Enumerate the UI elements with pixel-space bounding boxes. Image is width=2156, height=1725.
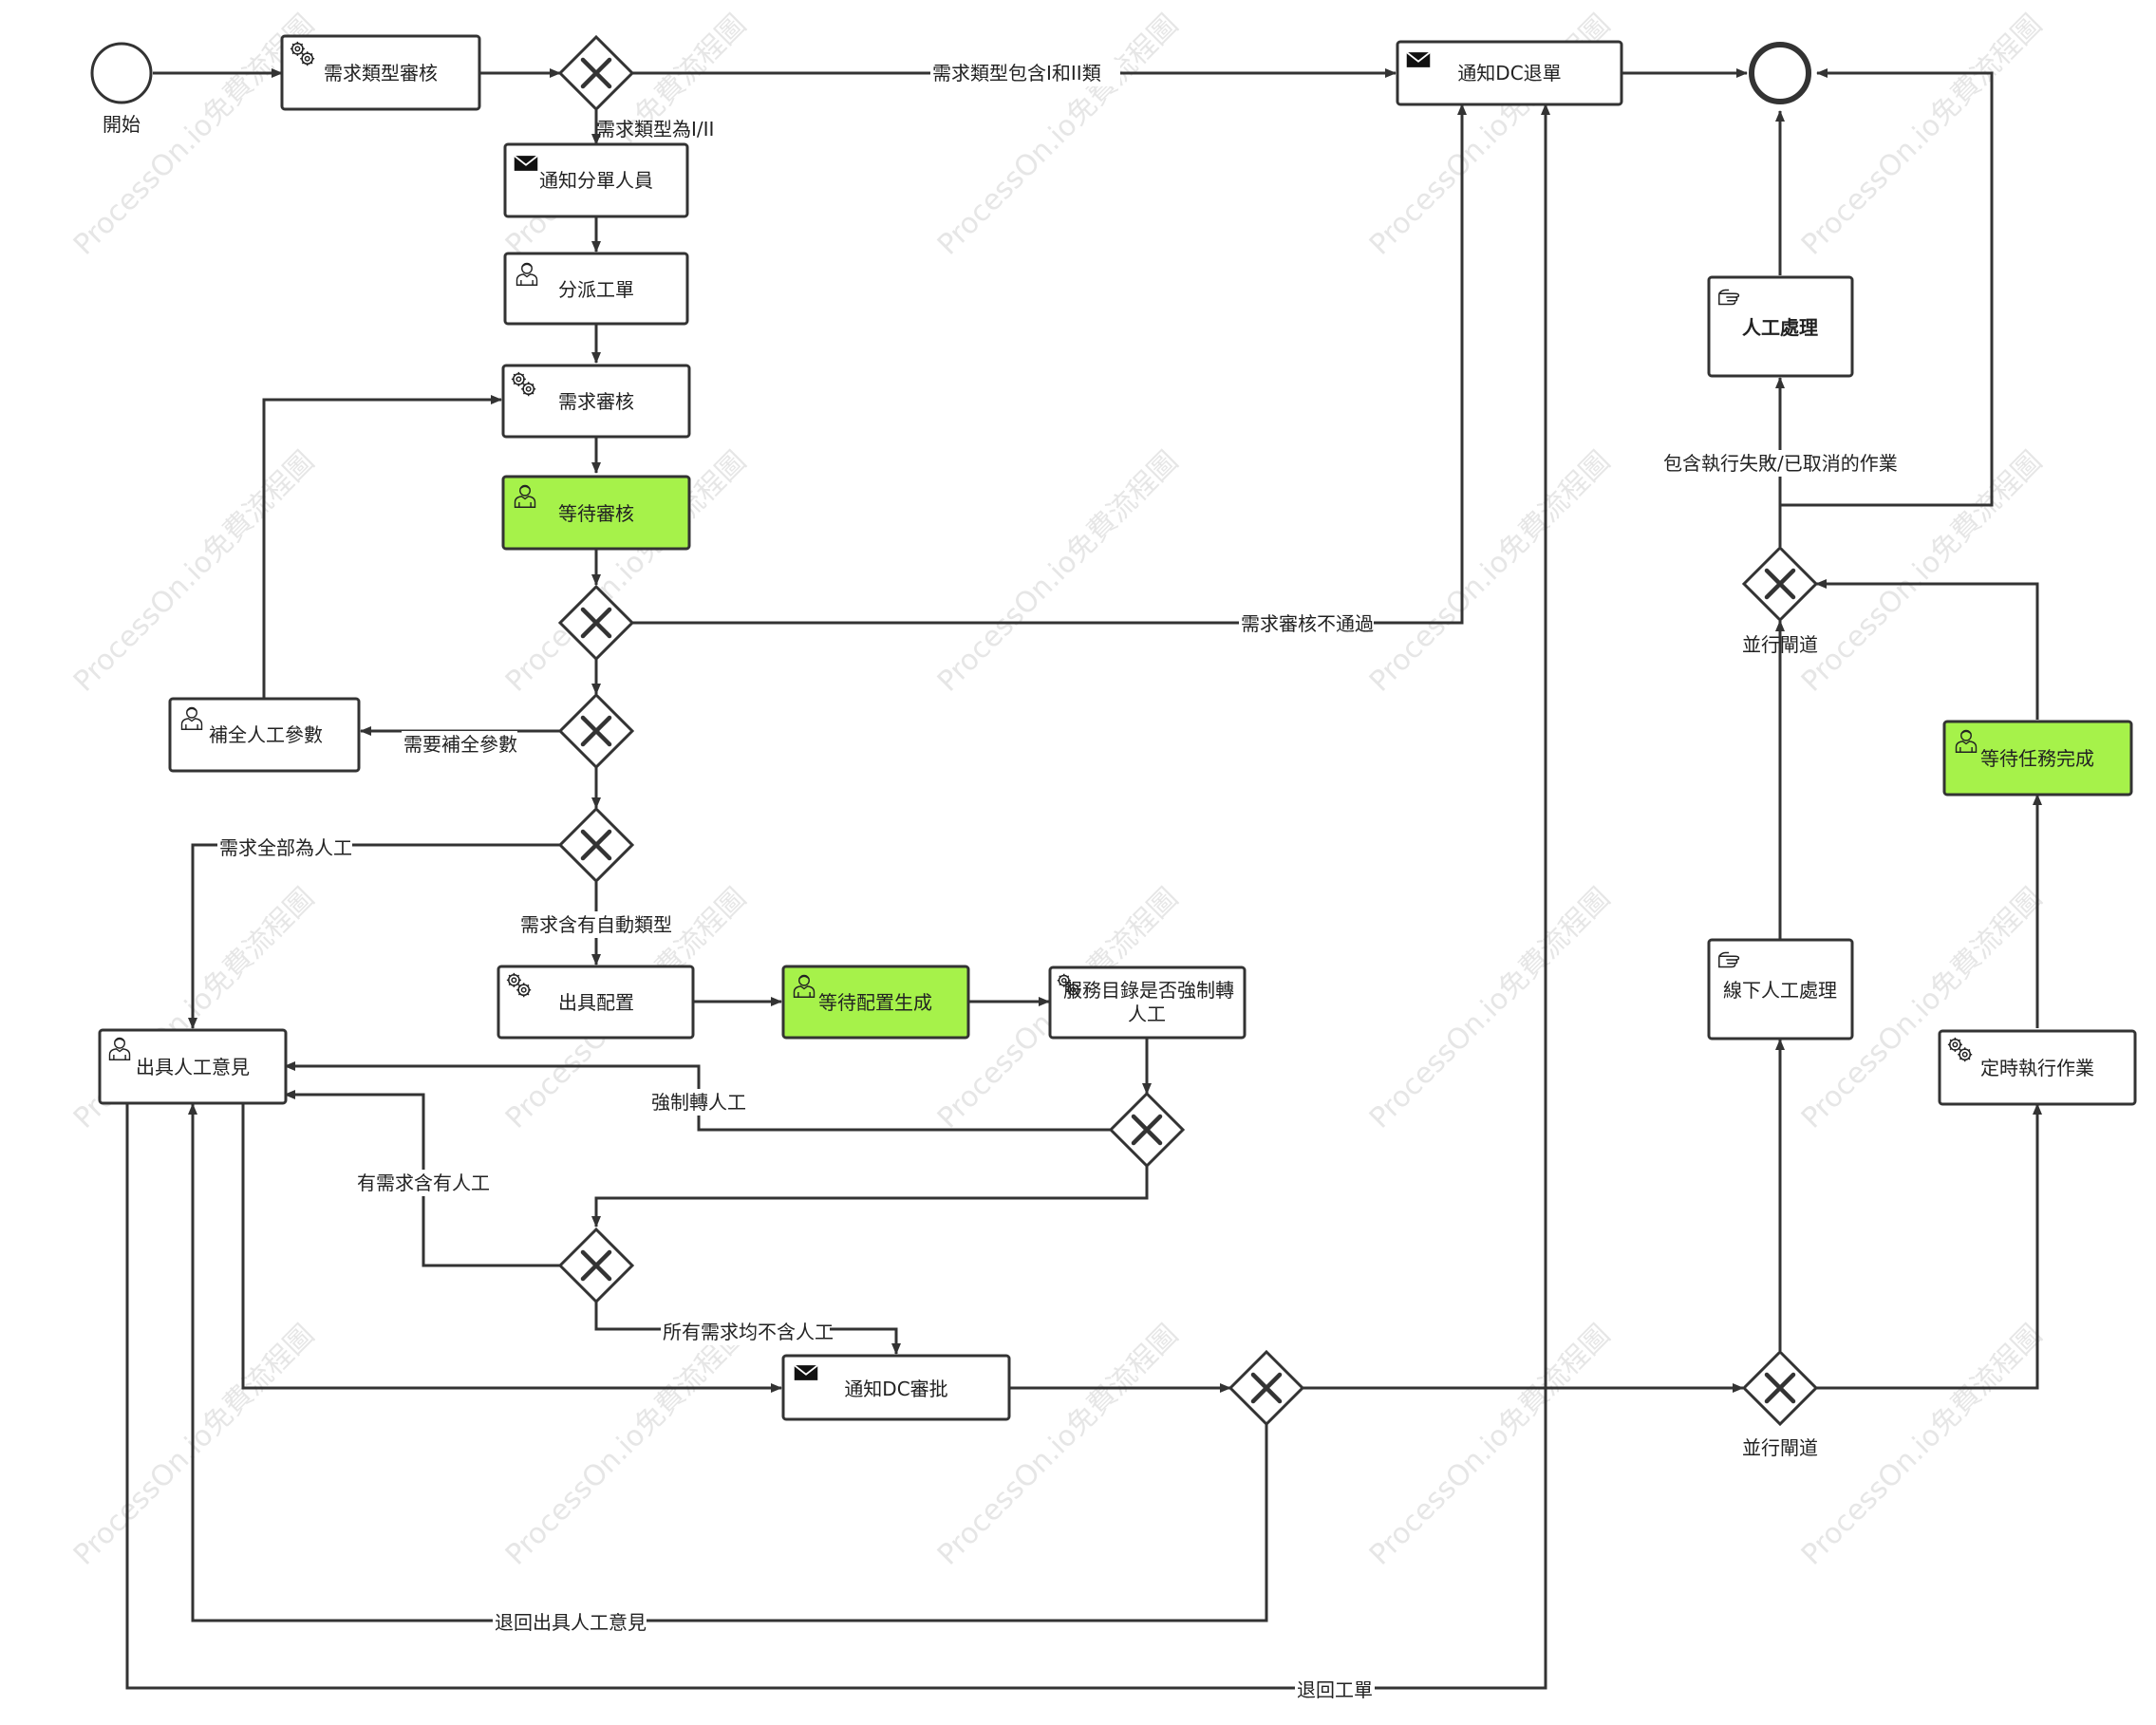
task-notify-dc-approve[interactable]: 通知DC審批 bbox=[781, 1354, 1011, 1421]
task-req-review[interactable]: 需求審核 bbox=[501, 364, 691, 439]
task-manual-opinion[interactable]: 出具人工意見 bbox=[98, 1028, 288, 1105]
flow-gw6-to-gw7 bbox=[591, 1166, 1149, 1228]
task-catalog-check-label-2: 人工 bbox=[1128, 1003, 1166, 1025]
task-type-review[interactable]: 需求類型審核 bbox=[280, 34, 481, 111]
watermark-layer: ProcessOn.io免費流程圖 ProcessOn.io免費流程圖 Proces… bbox=[67, 9, 2049, 1572]
task-manual-handle-label: 人工處理 bbox=[1742, 316, 1818, 339]
gateway-manual-check[interactable] bbox=[557, 806, 635, 884]
task-fill-params[interactable]: 補全人工參數 bbox=[168, 697, 361, 773]
task-manual-handle[interactable]: 人工處理 bbox=[1707, 275, 1854, 378]
gateway-parallel-bottom-label: 並行閘道 bbox=[1742, 1436, 1818, 1459]
task-offline-manual-label: 線下人工處理 bbox=[1723, 979, 1837, 1002]
task-wait-config[interactable]: 等待配置生成 bbox=[781, 965, 970, 1040]
flow-opinion-to-notify bbox=[241, 1104, 782, 1393]
task-notify-dc-reject-label: 通知DC退單 bbox=[1457, 62, 1561, 84]
task-wait-task-done[interactable]: 等待任務完成 bbox=[1942, 720, 2133, 797]
flow-join-to-end bbox=[1780, 68, 1994, 507]
label-need-params: 需要補全參數 bbox=[403, 733, 517, 756]
label-type-1-2: 需求類型為I/II bbox=[596, 118, 714, 141]
task-wait-config-label: 等待配置生成 bbox=[818, 991, 932, 1014]
start-event[interactable] bbox=[90, 42, 153, 104]
flow-parallel-to-scheduled bbox=[1816, 1103, 2042, 1390]
gateway-parallel-top[interactable] bbox=[1741, 545, 1819, 623]
watermark-text: ProcessOn.io免費流程圖 bbox=[1363, 445, 1617, 699]
task-dispatch-label: 分派工單 bbox=[558, 278, 634, 301]
gateway-params-check[interactable] bbox=[557, 692, 635, 770]
gateway-type-check[interactable] bbox=[557, 34, 635, 112]
gateway-parallel-top-label: 並行閘道 bbox=[1742, 633, 1818, 656]
task-notify-dispatcher-label: 通知分單人員 bbox=[539, 169, 653, 192]
task-scheduled-job[interactable]: 定時執行作業 bbox=[1938, 1029, 2137, 1106]
watermark-text: ProcessOn.io免費流程圖 bbox=[499, 1319, 753, 1572]
watermark-text: ProcessOn.io免費流程圖 bbox=[1795, 445, 2049, 699]
label-review-fail: 需求審核不通過 bbox=[1241, 612, 1374, 635]
flow-labels: 需求類型包含I和II類 需求類型為I/II 需求審核不通過 需要補全參數 需求全… bbox=[217, 60, 1899, 1703]
task-dispatch[interactable]: 分派工單 bbox=[503, 252, 689, 326]
label-has-auto: 需求含有自動類型 bbox=[520, 913, 672, 936]
task-notify-dc-reject[interactable]: 通知DC退單 bbox=[1396, 40, 1623, 106]
task-scheduled-job-label: 定時執行作業 bbox=[1980, 1057, 2094, 1079]
label-all-manual: 需求全部為人工 bbox=[219, 836, 352, 859]
label-has-failed: 包含執行失敗/已取消的作業 bbox=[1663, 452, 1898, 475]
label-has-manual: 有需求含有人工 bbox=[357, 1172, 490, 1194]
task-catalog-check[interactable]: 服務目錄是否強制轉 人工 bbox=[1048, 966, 1247, 1040]
gateway-review-result[interactable] bbox=[557, 584, 635, 662]
envelope-icon bbox=[1405, 51, 1432, 68]
end-event[interactable] bbox=[1749, 42, 1811, 104]
gateway-parallel-bottom[interactable] bbox=[1741, 1349, 1819, 1427]
task-notify-dispatcher[interactable]: 通知分單人員 bbox=[503, 142, 689, 218]
task-manual-opinion-label: 出具人工意見 bbox=[136, 1056, 250, 1078]
watermark-text: ProcessOn.io免費流程圖 bbox=[1363, 1319, 1617, 1572]
label-force-manual: 強制轉人工 bbox=[651, 1091, 746, 1114]
flow-all-manual bbox=[188, 843, 560, 1029]
task-offline-manual[interactable]: 線下人工處理 bbox=[1707, 938, 1854, 1041]
label-none-manual: 所有需求均不含人工 bbox=[663, 1321, 834, 1343]
watermark-text: ProcessOn.io免費流程圖 bbox=[1795, 9, 2049, 262]
task-wait-task-done-label: 等待任務完成 bbox=[1980, 747, 2094, 770]
task-type-review-label: 需求類型審核 bbox=[324, 62, 438, 84]
label-contains-1-2: 需求類型包含I和II類 bbox=[932, 62, 1101, 84]
watermark-text: ProcessOn.io免費流程圖 bbox=[1795, 1319, 2049, 1572]
watermark-text: ProcessOn.io免費流程圖 bbox=[1363, 882, 1617, 1135]
gateways bbox=[557, 34, 1819, 1427]
envelope-icon bbox=[513, 155, 539, 172]
task-issue-config[interactable]: 出具配置 bbox=[497, 965, 695, 1040]
start-event-label: 開始 bbox=[103, 113, 141, 136]
flow-params-back-to-review bbox=[262, 395, 502, 699]
task-wait-review-label: 等待審核 bbox=[558, 502, 634, 525]
flow-return-order bbox=[125, 103, 1550, 1690]
flow-return-opinion bbox=[188, 1103, 1268, 1622]
task-notify-dc-approve-label: 通知DC審批 bbox=[844, 1378, 947, 1400]
watermark-text: ProcessOn.io免費流程圖 bbox=[931, 445, 1185, 699]
label-return-opinion: 退回出具人工意見 bbox=[495, 1611, 647, 1634]
task-issue-config-label: 出具配置 bbox=[558, 991, 634, 1014]
gateway-force-manual[interactable] bbox=[1108, 1091, 1186, 1169]
task-fill-params-label: 補全人工參數 bbox=[209, 723, 323, 746]
task-catalog-check-label-1: 服務目錄是否強制轉 bbox=[1063, 979, 1234, 1002]
task-req-review-label: 需求審核 bbox=[558, 390, 634, 413]
task-wait-review[interactable]: 等待審核 bbox=[501, 475, 691, 551]
watermark-text: ProcessOn.io免費流程圖 bbox=[67, 445, 321, 699]
envelope-icon bbox=[793, 1364, 819, 1381]
gateway-has-manual[interactable] bbox=[557, 1227, 635, 1304]
watermark-text: ProcessOn.io免費流程圖 bbox=[931, 9, 1185, 262]
gateway-dc-approve[interactable] bbox=[1228, 1349, 1305, 1427]
label-return-order: 退回工單 bbox=[1297, 1678, 1373, 1701]
flow-wait-to-join bbox=[1815, 579, 2039, 720]
flow-review-fail bbox=[632, 103, 1467, 625]
